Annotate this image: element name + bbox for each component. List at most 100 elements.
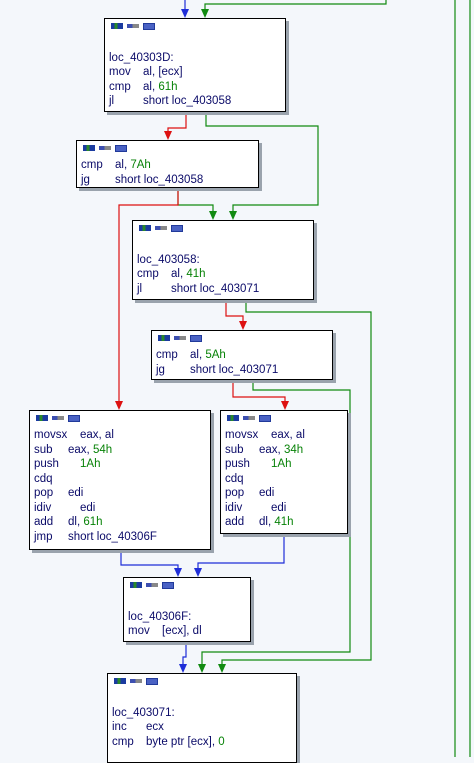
edge-n1-n3[interactable]: [205, 112, 319, 216]
graph-overview-icon[interactable]: [243, 416, 255, 420]
mnemonic: push: [225, 458, 250, 470]
graph-overview-icon[interactable]: [174, 336, 186, 340]
mnemonic: movsx: [225, 429, 259, 441]
graph-group-icon[interactable]: [162, 582, 174, 589]
edge-n2-n3[interactable]: [177, 188, 214, 216]
graph-color-icon[interactable]: [130, 582, 142, 588]
blank-line[interactable]: [137, 238, 309, 253]
blank-line[interactable]: [128, 595, 246, 610]
block-toolbar: [124, 578, 250, 593]
edge-arrowhead: [198, 664, 206, 673]
mnemonic: cdq: [225, 472, 244, 485]
code-label[interactable]: loc_403071:: [112, 706, 292, 721]
edge-n2-n5[interactable]: [118, 188, 179, 406]
graph-color-icon[interactable]: [83, 145, 95, 151]
edge-n4-n6[interactable]: [232, 380, 286, 406]
operand: al, [ecx]: [143, 66, 183, 78]
code-block-n7[interactable]: loc_40306F:mov[ecx], dl: [123, 577, 251, 642]
graph-group-icon[interactable]: [68, 415, 80, 422]
operand: al,: [190, 349, 206, 361]
instruction-line[interactable]: cdq: [34, 472, 206, 487]
graph-overview-icon[interactable]: [99, 146, 111, 150]
graph-color-icon[interactable]: [139, 225, 151, 231]
mnemonic: pop: [225, 487, 245, 499]
mnemonic: jmp: [34, 530, 53, 543]
mnemonic: cmp: [109, 80, 131, 93]
graph-group-icon[interactable]: [259, 415, 271, 422]
operand: dl,: [259, 516, 275, 528]
mnemonic: sub: [34, 443, 53, 456]
edge-n7-n8[interactable]: [182, 642, 187, 669]
graph-color-icon[interactable]: [158, 335, 170, 341]
graph-overview-icon[interactable]: [146, 583, 158, 587]
edge-n4-n8[interactable]: [201, 380, 351, 669]
blank-line[interactable]: [112, 691, 292, 706]
graph-color-icon[interactable]: [114, 678, 126, 684]
mnemonic: cmp: [137, 268, 159, 280]
graph-overview-icon[interactable]: [52, 416, 64, 420]
edge-n5-n7[interactable]: [120, 550, 179, 573]
graph-color-icon[interactable]: [36, 415, 48, 421]
blank-line[interactable]: [109, 36, 281, 51]
edge-loop-n1[interactable]: [204, 0, 387, 14]
code-label[interactable]: loc_40306F:: [128, 610, 246, 625]
graph-group-icon[interactable]: [143, 23, 155, 30]
graph-group-icon[interactable]: [190, 335, 202, 342]
graph-group-icon[interactable]: [171, 225, 183, 232]
code-label[interactable]: loc_403058:: [137, 253, 309, 268]
graph-color-icon[interactable]: [227, 415, 239, 421]
graph-overview-icon[interactable]: [130, 679, 142, 683]
edge-n3-n8[interactable]: [221, 300, 372, 669]
instruction-line[interactable]: cdq: [225, 472, 343, 487]
graph-group-icon[interactable]: [115, 145, 127, 152]
edge-arrowhead: [179, 664, 187, 673]
block-toolbar: [30, 411, 210, 426]
mnemonic: idiv: [225, 501, 243, 514]
immediate-operand: 0: [218, 735, 225, 748]
instruction-line[interactable]: mov[ecx], dl: [128, 624, 246, 639]
graph-overview-icon[interactable]: [155, 226, 167, 230]
graph-group-icon[interactable]: [146, 678, 158, 685]
graph-overview-icon[interactable]: [127, 24, 139, 28]
mnemonic: jg: [156, 363, 165, 376]
immediate-operand: 1Ah: [80, 458, 101, 470]
code-label[interactable]: loc_40303D:: [109, 51, 281, 66]
graph-color-icon[interactable]: [111, 23, 123, 29]
